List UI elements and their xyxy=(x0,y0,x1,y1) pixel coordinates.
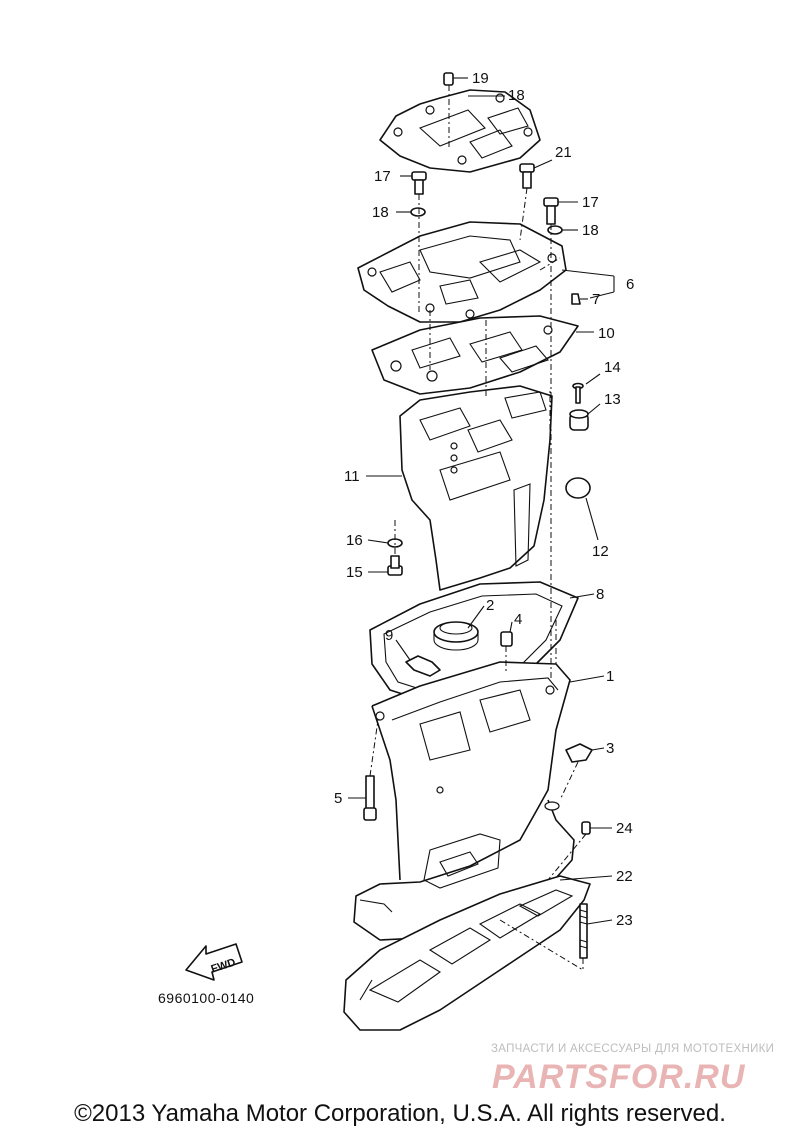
part-7-clip xyxy=(571,293,581,305)
part-18-washer-right xyxy=(547,225,563,235)
part-17-bolt-left xyxy=(411,171,427,195)
part-6-mount-plate xyxy=(357,221,567,323)
callout-12: 12 xyxy=(592,543,609,560)
callout-labels: 19 18 21 17 18 17 18 6 7 10 14 13 11 16 … xyxy=(334,70,634,929)
callout-24: 24 xyxy=(616,820,633,837)
watermark-brand: PARTSFOR.RU xyxy=(492,1058,746,1096)
callout-21: 21 xyxy=(555,144,572,161)
callout-17-right: 17 xyxy=(582,194,599,211)
callout-14: 14 xyxy=(604,359,621,376)
part-22-lower-cover xyxy=(343,875,591,1031)
copyright-notice: ©2013 Yamaha Motor Corporation, U.S.A. A… xyxy=(74,1100,726,1127)
callout-6: 6 xyxy=(626,276,634,293)
callout-23: 23 xyxy=(616,912,633,929)
part-9-clip xyxy=(405,655,441,677)
callout-22: 22 xyxy=(616,868,633,885)
callout-8: 8 xyxy=(596,586,604,603)
callout-15: 15 xyxy=(346,564,363,581)
part-17-bolt-right xyxy=(543,197,559,225)
callout-2: 2 xyxy=(486,597,494,614)
part-14-screw xyxy=(572,382,584,404)
part-21-bolt xyxy=(519,163,535,189)
fwd-arrow-icon: FWD xyxy=(185,943,243,981)
part-15-bolt xyxy=(387,555,403,576)
part-3-cover xyxy=(565,743,593,763)
callout-13: 13 xyxy=(604,391,621,408)
callout-11: 11 xyxy=(344,468,360,485)
callout-18-right: 18 xyxy=(582,222,599,239)
part-5-bolt xyxy=(363,775,377,821)
callout-9: 9 xyxy=(385,627,393,644)
callout-4: 4 xyxy=(514,611,522,628)
diagram-part-code: 6960100-0140 xyxy=(158,990,255,1006)
callout-10: 10 xyxy=(598,325,615,342)
part-1-upper-casing xyxy=(353,661,575,941)
assembly-lines xyxy=(369,85,587,971)
callout-16: 16 xyxy=(346,532,363,549)
part-4-pin xyxy=(500,631,513,647)
part-10-gasket xyxy=(371,315,579,395)
part-2-seal xyxy=(433,621,479,651)
callout-17-left: 17 xyxy=(374,168,391,185)
callout-19: 18 xyxy=(508,87,525,104)
watermark-tagline: ЗАПЧАСТИ И АКСЕССУАРЫ ДЛЯ МОТОТЕХНИКИ xyxy=(491,1043,775,1055)
part-20-dowel xyxy=(443,72,454,86)
callout-18-left: 18 xyxy=(372,204,389,221)
part-11-exhaust-guide xyxy=(399,385,553,591)
callout-1: 1 xyxy=(606,668,614,685)
callout-20: 19 xyxy=(472,70,489,87)
leader-lines xyxy=(348,77,615,925)
part-24-dowel xyxy=(581,821,591,835)
part-13-grommet xyxy=(569,409,589,431)
callout-5: 5 xyxy=(334,790,342,807)
part-12-plug xyxy=(565,477,591,499)
part-18-washer-left xyxy=(410,207,426,217)
part-8-rubber-seal xyxy=(369,581,579,707)
part-23-stud xyxy=(579,903,588,959)
callout-7: 7 xyxy=(592,291,600,308)
callout-3: 3 xyxy=(606,740,614,757)
